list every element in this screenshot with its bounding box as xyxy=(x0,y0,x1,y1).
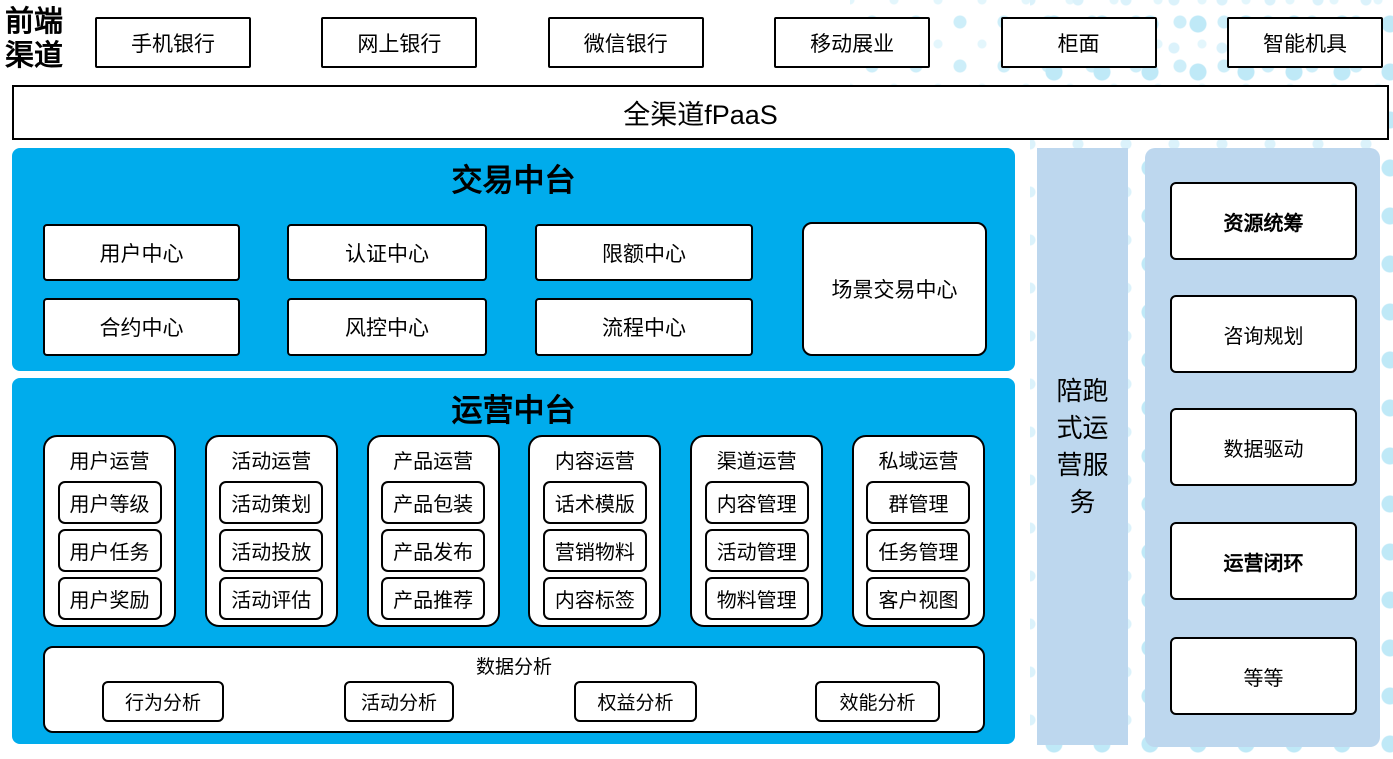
service-box-data-driven: 数据驱动 xyxy=(1170,408,1357,486)
ops-item: 活动策划 xyxy=(219,481,324,524)
analysis-box-behavior: 行为分析 xyxy=(102,681,224,722)
ops-column-header: 产品运营 xyxy=(393,450,474,473)
center-box-auth: 认证中心 xyxy=(287,224,487,281)
ops-platform-title: 运营中台 xyxy=(451,393,576,428)
side-service-label: 陪跑式运营服务 xyxy=(1056,375,1109,517)
center-box-contract: 合约中心 xyxy=(43,298,240,356)
center-box-user: 用户中心 xyxy=(43,224,240,281)
ops-column-content: 内容运营 话术模版 营销物料 内容标签 xyxy=(528,435,662,627)
service-box-ops-loop: 运营闭环 xyxy=(1170,522,1357,600)
center-box-process: 流程中心 xyxy=(535,298,753,356)
side-service-bar: 陪跑式运营服务 xyxy=(1037,148,1128,745)
trade-platform-title: 交易中台 xyxy=(451,163,576,198)
ops-item: 内容管理 xyxy=(704,481,809,524)
analysis-box-efficiency: 效能分析 xyxy=(815,681,940,722)
ops-item: 话术模版 xyxy=(542,481,647,524)
center-box-risk: 风控中心 xyxy=(287,298,487,356)
ops-item: 产品发布 xyxy=(381,529,486,572)
service-box-consulting: 咨询规划 xyxy=(1170,295,1357,373)
data-analysis-title: 数据分析 xyxy=(475,657,552,678)
ops-column-header: 内容运营 xyxy=(554,450,635,473)
channel-box-wechat-banking: 微信银行 xyxy=(547,17,704,68)
center-box-limit: 限额中心 xyxy=(535,224,753,281)
ops-item: 用户任务 xyxy=(57,529,162,572)
right-service-panel: 资源统筹 咨询规划 数据驱动 运营闭环 等等 xyxy=(1145,148,1380,747)
front-channels-label: 前端渠道 xyxy=(5,6,64,72)
front-channels-row: 手机银行 网上银行 微信银行 移动展业 柜面 智能机具 xyxy=(95,17,1383,68)
ops-column-channel: 渠道运营 内容管理 活动管理 物料管理 xyxy=(690,435,824,627)
channel-box-smart-devices: 智能机具 xyxy=(1226,17,1383,68)
ops-item: 产品推荐 xyxy=(381,577,486,620)
ops-platform-panel: 运营中台 用户运营 用户等级 用户任务 用户奖励 活动运营 活动策划 活动投放 … xyxy=(12,378,1015,744)
channel-box-mobile-sales: 移动展业 xyxy=(774,17,931,68)
channel-box-online-banking: 网上银行 xyxy=(321,17,478,68)
ops-item: 客户视图 xyxy=(866,577,971,620)
fpaas-bar: 全渠道fPaaS xyxy=(12,85,1389,140)
data-analysis-panel: 数据分析 行为分析 活动分析 权益分析 效能分析 xyxy=(43,646,985,733)
channel-box-mobile-banking: 手机银行 xyxy=(95,17,251,68)
ops-column-header: 活动运营 xyxy=(231,450,312,473)
ops-column-header: 用户运营 xyxy=(69,450,150,473)
ops-column-user: 用户运营 用户等级 用户任务 用户奖励 xyxy=(43,435,176,627)
ops-columns-row: 用户运营 用户等级 用户任务 用户奖励 活动运营 活动策划 活动投放 活动评估 … xyxy=(43,435,985,627)
ops-item: 营销物料 xyxy=(542,529,647,572)
ops-item: 活动投放 xyxy=(219,529,324,572)
trade-platform-panel: 交易中台 用户中心 认证中心 限额中心 合约中心 风控中心 流程中心 场景交易中… xyxy=(12,148,1015,371)
channel-box-counter: 柜面 xyxy=(1000,17,1157,68)
ops-item: 用户奖励 xyxy=(57,577,162,620)
center-box-scene-trade: 场景交易中心 xyxy=(802,222,987,356)
service-box-etc: 等等 xyxy=(1170,637,1357,715)
ops-column-private-domain: 私域运营 群管理 任务管理 客户视图 xyxy=(851,435,985,627)
ops-column-activity: 活动运营 活动策划 活动投放 活动评估 xyxy=(204,435,338,627)
ops-column-product: 产品运营 产品包装 产品发布 产品推荐 xyxy=(366,435,500,627)
service-box-resource-planning: 资源统筹 xyxy=(1170,182,1357,260)
ops-item: 任务管理 xyxy=(866,529,971,572)
ops-item: 用户等级 xyxy=(57,481,162,524)
ops-item: 群管理 xyxy=(866,481,971,524)
ops-item: 物料管理 xyxy=(704,577,809,620)
ops-item: 产品包装 xyxy=(381,481,486,524)
analysis-box-rights: 权益分析 xyxy=(574,681,697,722)
ops-column-header: 私域运营 xyxy=(878,450,959,473)
ops-item: 活动管理 xyxy=(704,529,809,572)
ops-item: 活动评估 xyxy=(219,577,324,620)
ops-item: 内容标签 xyxy=(542,577,647,620)
ops-column-header: 渠道运营 xyxy=(716,450,797,473)
analysis-box-activity: 活动分析 xyxy=(344,681,454,722)
